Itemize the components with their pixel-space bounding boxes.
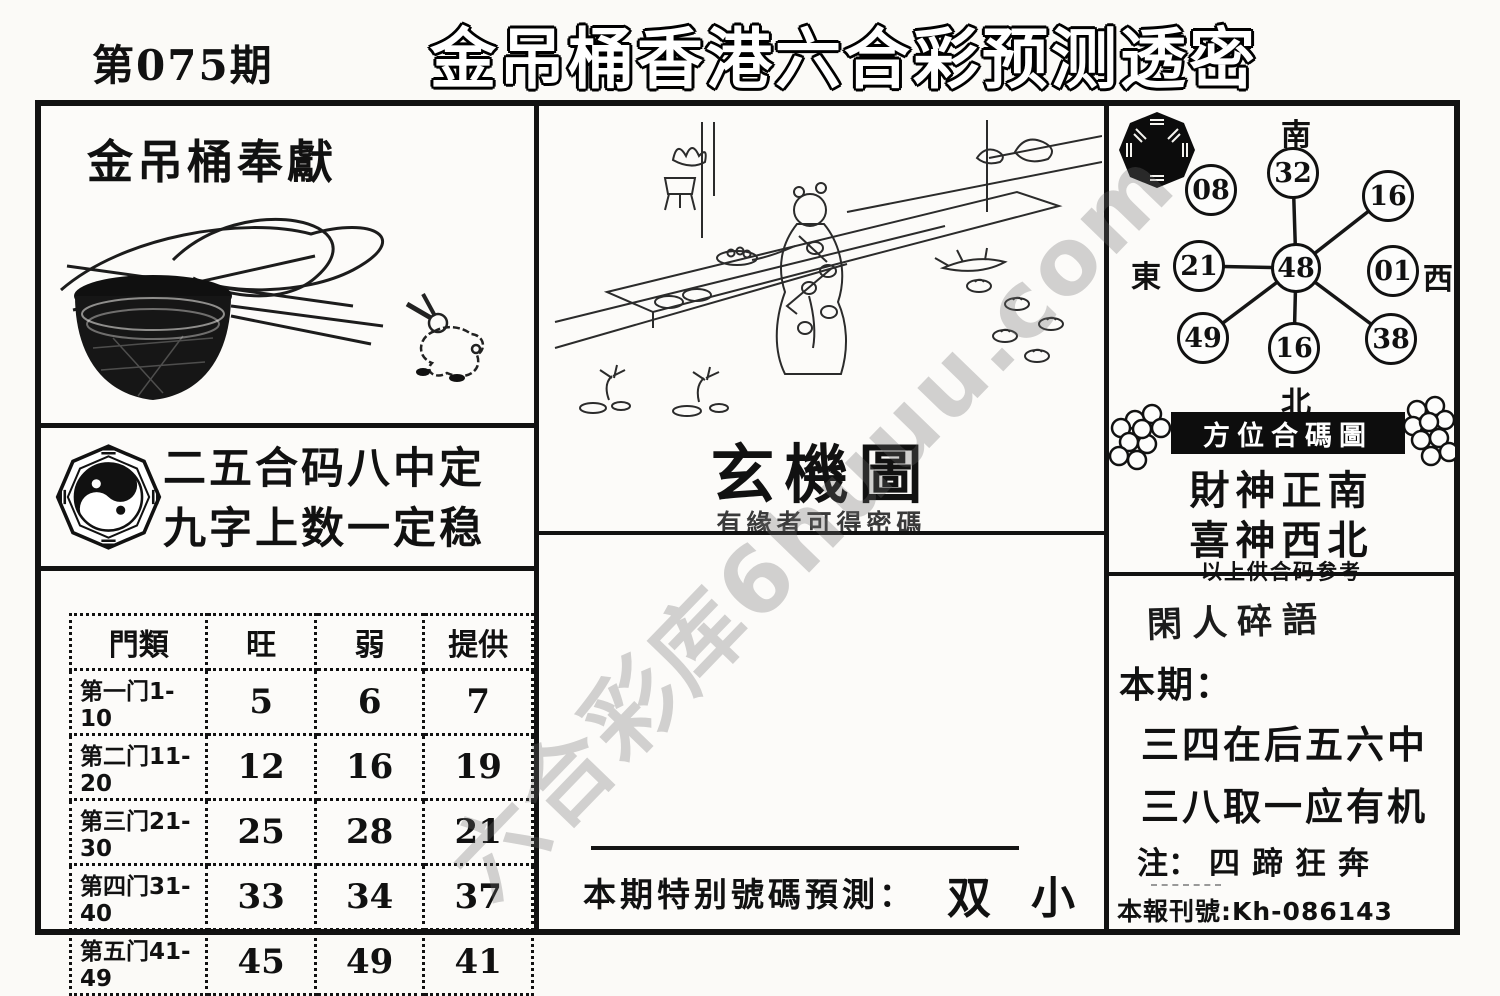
compass-node: 16 bbox=[1268, 322, 1320, 374]
row-category: 第一门1-10 bbox=[68, 668, 209, 736]
row-category: 第五门41-49 bbox=[68, 928, 209, 996]
prediction-value-2: 小 bbox=[1031, 873, 1075, 924]
cell-value: 16 bbox=[313, 733, 426, 801]
cell-value: 5 bbox=[205, 668, 317, 736]
cell-value: 37 bbox=[422, 863, 534, 931]
table-row: 第五门41-49 45 49 41 bbox=[68, 928, 534, 996]
col-header-weak: 弱 bbox=[313, 613, 426, 671]
mystery-diagram-title: 玄機圖 bbox=[710, 438, 933, 513]
publication-number: 本報刊號:Kh-086143 bbox=[1117, 897, 1393, 926]
prediction-value-1: 双 bbox=[947, 873, 991, 924]
compass-node: 01 bbox=[1367, 245, 1419, 297]
table-row: 第二门11-20 12 16 19 bbox=[68, 733, 534, 801]
gossip-title: 閑人碎語 bbox=[1146, 598, 1328, 647]
mystery-scene-drawing bbox=[554, 120, 1102, 417]
compass-node: 38 bbox=[1365, 313, 1417, 365]
gate-table: 門類 旺 弱 提供 第一门1-10 5 6 7 第二门11-20 12 16 1… bbox=[68, 613, 534, 996]
cell-value: 6 bbox=[313, 668, 426, 736]
cell-value: 25 bbox=[205, 798, 317, 866]
small-divider bbox=[1151, 884, 1221, 886]
cell-value: 7 bbox=[422, 668, 534, 736]
row-category: 第三门21-30 bbox=[68, 798, 209, 866]
compass-node: 08 bbox=[1185, 164, 1237, 216]
wealth-god-line: 財神正南 bbox=[1189, 467, 1374, 514]
donor-panel: 金吊桶奉獻 bbox=[41, 106, 534, 428]
row-category: 第四门31-40 bbox=[68, 863, 209, 931]
cell-value: 28 bbox=[313, 798, 426, 866]
col-header-provide: 提供 bbox=[422, 613, 534, 671]
compass-center-node: 48 bbox=[1271, 243, 1321, 293]
donor-heading: 金吊桶奉獻 bbox=[87, 135, 337, 189]
prediction-underline bbox=[591, 846, 1019, 850]
gossip-verse-2: 三八取一应有机 bbox=[1141, 784, 1429, 829]
banner-rosette-right bbox=[1403, 395, 1455, 467]
slogan-line-2: 九字上数一定稳 bbox=[163, 504, 485, 554]
black-bagua-icon bbox=[1119, 112, 1195, 188]
cell-value: 34 bbox=[313, 863, 426, 931]
right-column: 南 東 西 北 08 32 16 21 48 01 49 16 38 bbox=[1109, 106, 1455, 929]
joy-god-line: 喜神西北 bbox=[1189, 517, 1374, 564]
slogan-panel: 二五合码八中定 九字上数一定稳 bbox=[41, 428, 534, 571]
compass-node: 21 bbox=[1173, 240, 1225, 292]
middle-column: 玄機圖 有緣者可得密碼 本期特别號碼預測： 双 小 bbox=[539, 106, 1109, 929]
banner-rosette-left bbox=[1109, 403, 1172, 471]
table-row: 第一门1-10 5 6 7 bbox=[68, 668, 534, 736]
direction-code-banner: 方位合碼圖 bbox=[1171, 412, 1405, 454]
page-title: 金吊桶香港六合彩预测透密 bbox=[430, 21, 1258, 98]
prediction-label: 本期特别號碼預測： bbox=[583, 875, 916, 914]
compass-node: 16 bbox=[1362, 170, 1414, 222]
middle-divider bbox=[539, 531, 1104, 535]
gossip-panel: 閑人碎語 本期： 三四在后五六中 三八取一应有机 注： 四蹄狂奔 本報刊號:Kh… bbox=[1109, 576, 1454, 929]
gate-table-header-row: 門類 旺 弱 提供 bbox=[68, 613, 534, 671]
reference-footnote: 以上供合码参考 bbox=[1201, 560, 1362, 584]
compass-node: 49 bbox=[1177, 312, 1229, 364]
col-header-category: 門類 bbox=[68, 613, 209, 671]
direction-code-panel: 南 東 西 北 08 32 16 21 48 01 49 16 38 bbox=[1109, 106, 1455, 584]
ingots bbox=[966, 278, 1065, 363]
cell-value: 49 bbox=[313, 928, 426, 996]
gossip-verse-1: 三四在后五六中 bbox=[1141, 722, 1429, 767]
sheet-frame: 金吊桶奉獻 bbox=[35, 100, 1460, 996]
issue-number: 第075期 bbox=[92, 41, 274, 90]
cell-value: 12 bbox=[205, 733, 317, 801]
golden-bucket-drawing bbox=[60, 217, 485, 400]
cell-value: 41 bbox=[422, 928, 534, 996]
cell-value: 45 bbox=[205, 928, 317, 996]
cell-value: 19 bbox=[422, 733, 534, 801]
col-header-strong: 旺 bbox=[205, 613, 317, 671]
row-category: 第二门11-20 bbox=[68, 733, 209, 801]
compass-west-label: 西 bbox=[1423, 262, 1453, 297]
note-value: 四蹄狂奔 bbox=[1209, 846, 1381, 882]
cell-value: 21 bbox=[422, 798, 534, 866]
rabbit-sketch bbox=[405, 293, 485, 382]
cell-value: 33 bbox=[205, 863, 317, 931]
note-label: 注： bbox=[1137, 846, 1199, 882]
left-column: 金吊桶奉獻 bbox=[41, 106, 539, 996]
compass-east-label: 東 bbox=[1131, 260, 1161, 295]
gate-table-panel: 門類 旺 弱 提供 第一门1-10 5 6 7 第二门11-20 12 16 1… bbox=[41, 571, 534, 996]
table-row: 第四门31-40 33 34 37 bbox=[68, 863, 534, 931]
yinyang-bagua-icon bbox=[55, 444, 162, 550]
flowers bbox=[579, 364, 729, 417]
compass-node: 32 bbox=[1267, 147, 1319, 199]
slogan-line-1: 二五合码八中定 bbox=[163, 444, 485, 494]
period-label: 本期： bbox=[1119, 665, 1234, 706]
table-row: 第三门21-30 25 28 21 bbox=[68, 798, 534, 866]
